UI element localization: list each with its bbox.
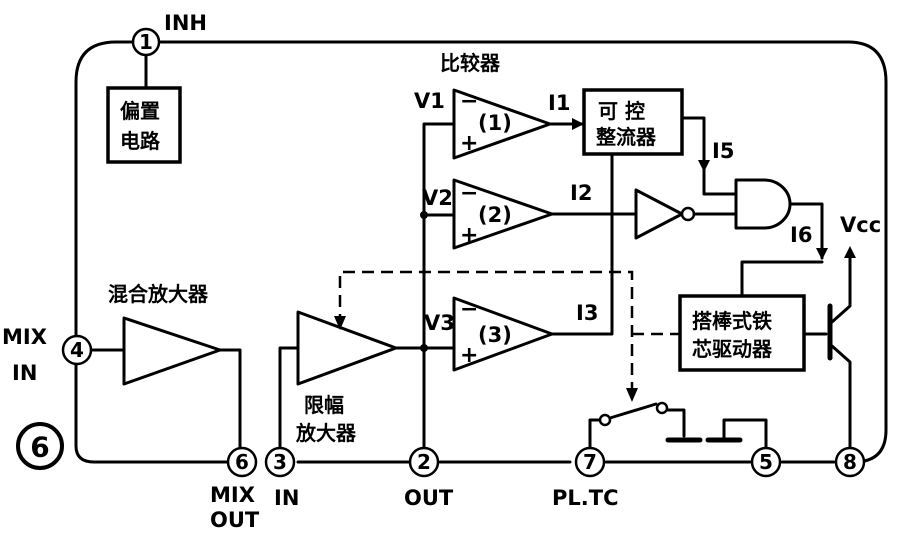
mixing-amplifier-label: 混合放大器: [108, 282, 209, 306]
driver-label-1: 搭棒式铁: [692, 309, 772, 333]
mix-in-label-1: MIX: [2, 325, 47, 349]
current-i3-label: I3: [576, 301, 598, 325]
pin-2-number: 2: [417, 450, 431, 474]
mixing-amplifier: [122, 316, 222, 386]
pin-8-number: 8: [843, 450, 857, 474]
pin-2: 2: [408, 446, 440, 478]
inverter-bubble: [680, 206, 696, 222]
in-label: IN: [274, 486, 299, 510]
limiting-amplifier-label-2: 放大器: [295, 421, 357, 445]
pin-4: 4: [61, 334, 93, 366]
bias-circuit-label-2: 电路: [120, 129, 161, 153]
voltage-v2-label: V2: [422, 186, 453, 210]
bias-circuit-block: [106, 86, 182, 164]
voltage-v3-label: V3: [424, 311, 455, 335]
switch-blade: [608, 402, 658, 420]
figure-badge-number: 6: [30, 431, 49, 464]
pin-1: 1: [131, 27, 161, 57]
pin-6: 6: [226, 446, 258, 478]
and-to-driver-wire: [740, 260, 824, 298]
comparator-2-minus: −: [460, 181, 478, 206]
switch-to-ground: [674, 408, 686, 438]
comparator-1-minus: −: [460, 89, 478, 114]
pltc-label: PL.TC: [552, 486, 619, 510]
current-i1-label: I1: [548, 91, 570, 115]
pin-4-number: 4: [70, 338, 84, 362]
pin-1-number: 1: [139, 30, 153, 54]
mix-out-label-2: OUT: [210, 508, 260, 532]
limiting-amplifier-label-1: 限幅: [304, 393, 344, 417]
figure-badge: 6: [16, 422, 64, 470]
comparator-group-label: 比较器: [440, 51, 501, 75]
vcc-arrow: [844, 246, 856, 258]
pin-8: 8: [834, 446, 866, 478]
limit-in-wire: [278, 346, 300, 450]
comparator-3-plus: +: [460, 343, 478, 368]
current-i5-label: I5: [712, 139, 734, 163]
pin-5-number: 5: [759, 450, 773, 474]
pin-7-number: 7: [583, 450, 597, 474]
pin-5: 5: [750, 446, 782, 478]
i5-arrow: [698, 160, 710, 172]
i6-arrow: [816, 248, 828, 260]
limiting-amplifier: [296, 310, 398, 386]
mix-in-label-2: IN: [12, 361, 37, 385]
control-arrow-limit: [334, 316, 346, 330]
inverter: [634, 188, 684, 240]
current-i6-label: I6: [790, 223, 812, 247]
pin5-wire: [722, 418, 768, 450]
scr-block: [582, 88, 684, 156]
comparator-3-minus: −: [460, 297, 478, 322]
comparator-3: [452, 296, 554, 372]
out-label: OUT: [404, 486, 454, 510]
comparator-1-number: (1): [478, 111, 512, 135]
comparator-2-number: (2): [478, 203, 512, 227]
pin-3-number: 3: [273, 450, 287, 474]
junction-dot-v3: [420, 344, 428, 352]
i5-wire: [680, 116, 738, 196]
comparator-1: [452, 88, 552, 160]
i6-wire: [788, 202, 824, 260]
switch-contact-left: [598, 413, 612, 427]
inh-label: INH: [164, 11, 207, 35]
current-i2-label: I2: [570, 181, 592, 205]
transistor-emitter: [830, 344, 852, 450]
out-bus: [422, 122, 456, 450]
switch-left-wire: [588, 418, 602, 452]
comparator-2-plus: +: [460, 223, 478, 248]
pin-3: 3: [264, 446, 296, 478]
comparator-2: [452, 178, 554, 250]
mix-out-wire: [218, 348, 242, 452]
pin-6-number: 6: [235, 450, 249, 474]
junction-dot-v2: [420, 211, 428, 219]
control-arrow-switch: [626, 388, 638, 402]
vcc-label: Vcc: [840, 213, 881, 237]
comparator-3-number: (3): [478, 323, 512, 347]
and-gate: [734, 178, 792, 230]
transistor-collector: [830, 248, 852, 324]
mix-out-label-1: MIX: [210, 483, 255, 507]
pin-7: 7: [574, 446, 606, 478]
scr-label-1: 可 控: [598, 99, 645, 123]
scr-label-2: 整流器: [595, 125, 657, 149]
ground-loop-left: [74, 358, 230, 464]
ic-boundary: [74, 40, 888, 464]
voltage-v1-label: V1: [414, 89, 445, 113]
comparator-1-plus: +: [460, 131, 478, 156]
switch-contact-right: [655, 401, 669, 415]
bias-circuit-label-1: 偏置: [120, 99, 160, 123]
i3-wire: [550, 148, 614, 336]
i1-arrow: [572, 118, 584, 130]
driver-label-2: 芯驱动器: [692, 337, 773, 361]
